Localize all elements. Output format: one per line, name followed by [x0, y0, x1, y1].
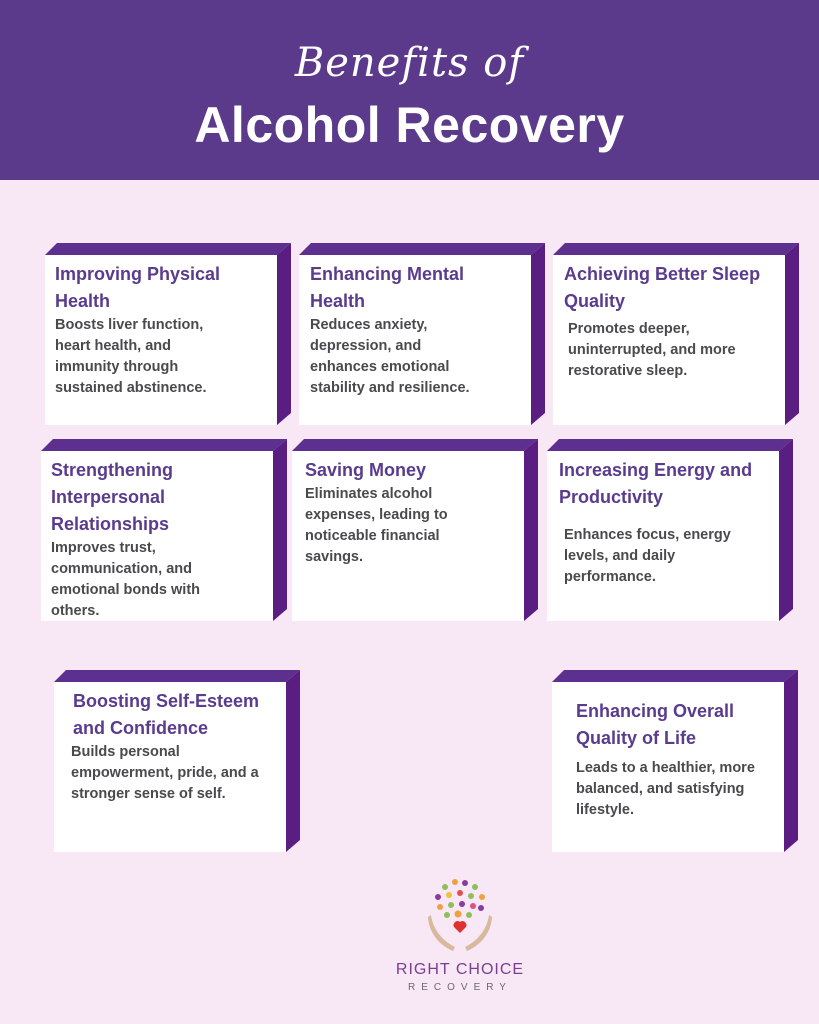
benefit-card: Strengthening Interpersonal Relationship… [41, 439, 273, 621]
card-description: Builds personal empowerment, pride, and … [71, 744, 259, 802]
benefit-card: Increasing Energy and Productivity Enhan… [547, 439, 779, 621]
card-title: Improving Physical Health [55, 264, 221, 311]
card-description: Leads to a healthier, more balanced, and… [576, 760, 755, 818]
hands-heart-tree-icon [428, 879, 492, 951]
benefit-card: Enhancing Overall Quality of Life Leads … [552, 670, 784, 852]
card-description: Eliminates alcohol expenses, leading to … [305, 486, 448, 565]
header-script-title: Benefits of [294, 40, 525, 86]
card-title: Saving Money [305, 460, 427, 480]
brand-name: RIGHT CHOICE [395, 961, 525, 978]
card-description: Improves trust, communication, and emoti… [51, 540, 201, 619]
card-title: Increasing Energy and Productivity [559, 460, 753, 507]
brand-subtitle: RECOVERY [408, 982, 512, 993]
card-title: Achieving Better Sleep Quality [564, 264, 761, 311]
card-description: Reduces anxiety, depression, and enhance… [310, 317, 470, 396]
header-banner: Benefits of Alcohol Recovery [0, 0, 819, 180]
benefit-card: Enhancing Mental Health Reduces anxiety,… [299, 243, 531, 425]
page-title: Alcohol Recovery [194, 97, 625, 153]
card-description: Boosts liver function, heart health, and… [55, 317, 207, 396]
benefit-card: Saving Money Eliminates alcohol expenses… [292, 439, 524, 621]
card-title: Enhancing Overall Quality of Life [576, 701, 735, 748]
benefit-card: Achieving Better Sleep Quality Promotes … [553, 243, 785, 425]
benefit-card: Boosting Self-Esteem and Confidence Buil… [54, 670, 286, 852]
benefit-card: Improving Physical Health Boosts liver f… [45, 243, 277, 425]
card-description: Promotes deeper, uninterrupted, and more… [568, 321, 736, 379]
card-title: Boosting Self-Esteem and Confidence [73, 691, 260, 738]
card-title: Strengthening Interpersonal Relationship… [51, 460, 173, 534]
card-description: Enhances focus, energy levels, and daily… [564, 527, 731, 585]
card-title: Enhancing Mental Health [310, 264, 465, 311]
brand-logo: RIGHT CHOICE RECOVERY [380, 875, 540, 993]
